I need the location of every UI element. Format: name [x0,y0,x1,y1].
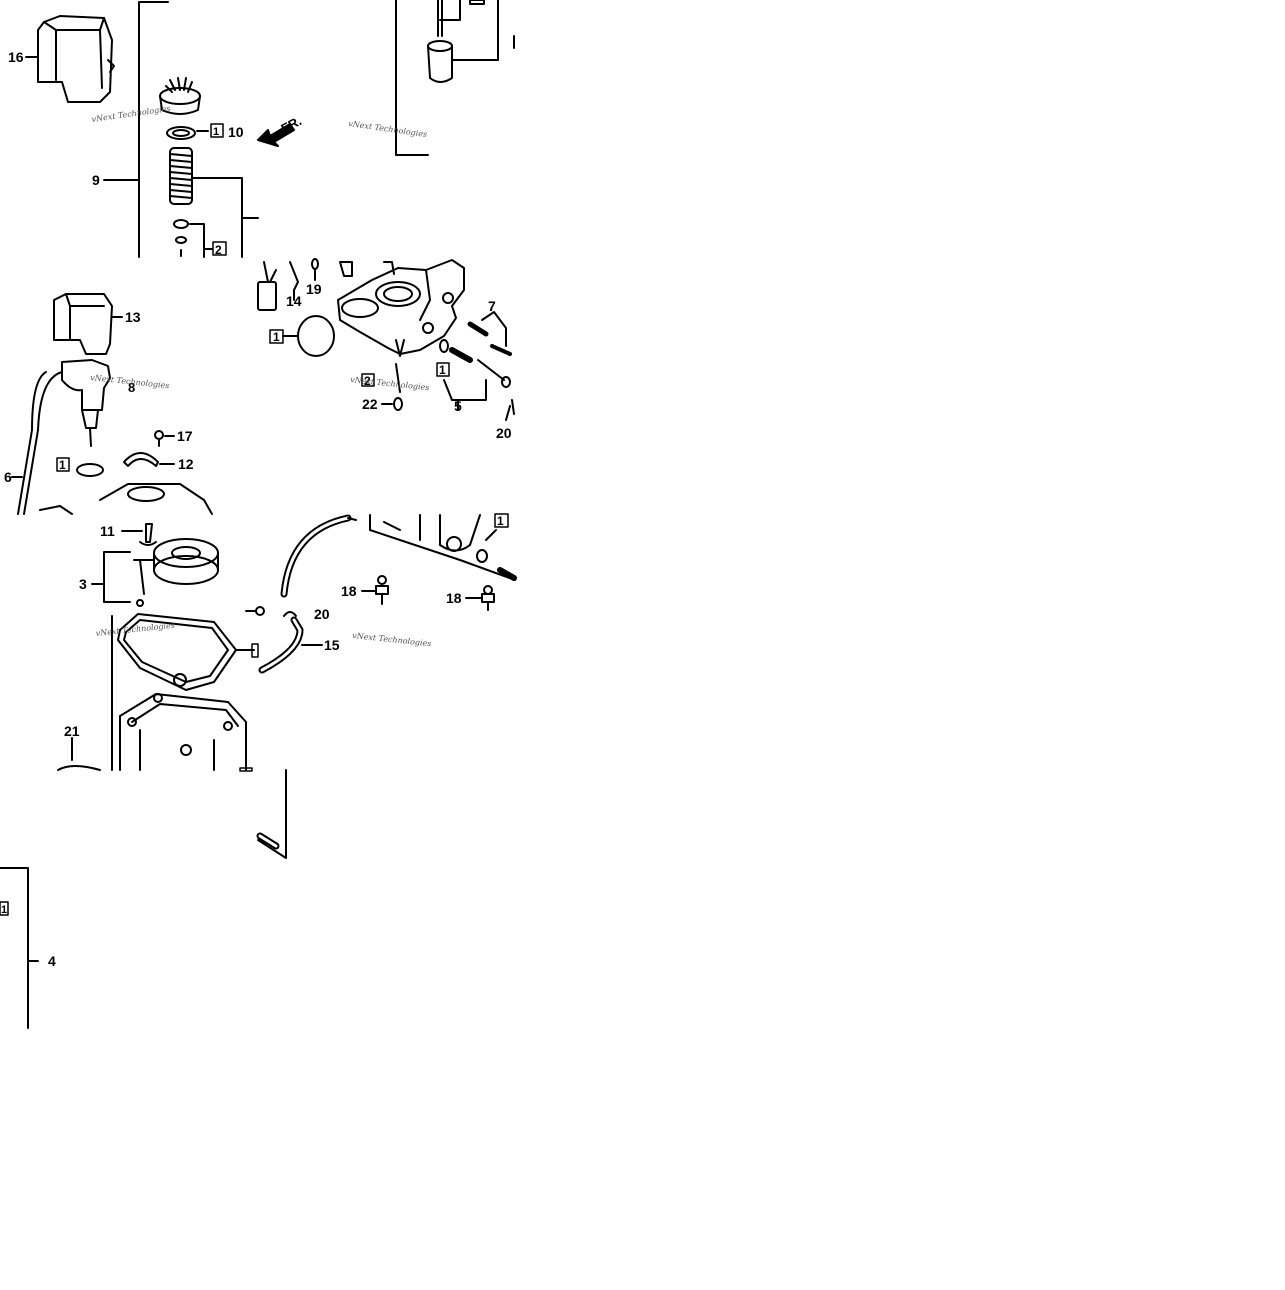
connector-14-drawing [257,261,299,311]
fr-arrow-icon [257,123,295,147]
float-bowl-drawing [119,693,247,771]
label-19: 19 [306,281,322,297]
float-3-drawing [133,538,219,607]
carburetor-body-drawing [337,259,465,357]
label-17: 17 [177,428,193,444]
label-2-jet: 2 [364,374,371,388]
label-8-solenoid: 8 [128,380,135,395]
label-6: 6 [4,469,12,485]
label-1-bottom: 1 [1,904,7,916]
spring-drawing [169,147,193,205]
label-15: 15 [324,637,340,653]
solenoid-8-drawing [17,359,111,515]
label-13: 13 [125,309,141,325]
label-18-a: 18 [341,583,357,599]
label-2-top: 2 [215,243,222,257]
label-1-low: 1 [497,514,504,528]
label-4: 4 [48,953,56,969]
gasket-drawing [117,613,237,691]
label-20-mid: 20 [496,425,512,441]
gear-drawing [159,77,201,115]
oring-large-drawing [297,315,335,357]
label-18-b: 18 [446,590,462,606]
clip-11-drawing [145,523,153,543]
cover-16-drawing [37,15,115,103]
label-12: 12 [178,456,194,472]
label-10: 10 [228,124,244,140]
bolt-18-drawing [377,575,387,585]
label-21: 21 [64,723,80,739]
label-14: 14 [286,293,302,309]
label-1-oring: 1 [273,330,280,344]
washer-10-drawing [166,126,196,140]
label-1-mid: 1 [59,458,66,472]
screw-17-drawing [154,430,164,440]
label-16: 16 [8,49,24,65]
label-11: 11 [100,523,115,539]
label-1-top: 1 [213,126,219,138]
label-1-screw: 1 [439,363,446,377]
oring-mid-drawing [76,463,104,477]
label-7: 7 [488,298,496,314]
label-20-low: 20 [314,606,330,622]
watermark-4: vNext Technologies [350,375,430,392]
label-5: 5 [454,398,462,414]
label-3: 3 [79,576,87,592]
label-9: 9 [92,172,100,188]
clip-12-drawing [123,452,159,467]
label-22: 22 [362,396,378,412]
watermark-2: vNext Technologies [348,119,428,139]
watermark-1: vNext Technologies [91,104,171,124]
cap-13-drawing [53,293,113,355]
watermark-6: vNext Technologies [352,631,432,648]
